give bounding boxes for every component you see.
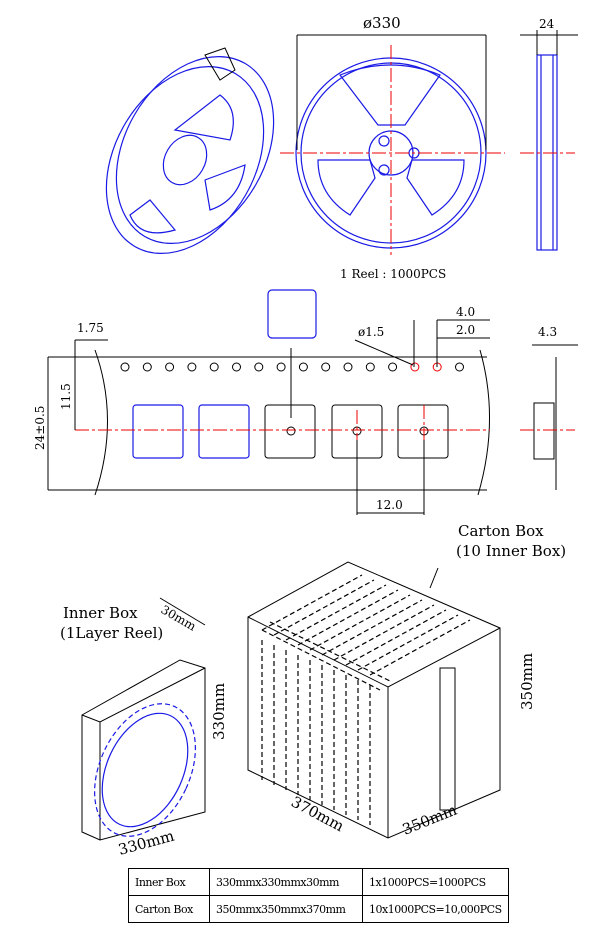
inner-box-subtitle: (1Layer Reel) — [60, 624, 163, 642]
sprocket-hole — [254, 362, 264, 372]
sprocket-hole — [142, 362, 152, 372]
sprocket-hole — [388, 362, 398, 372]
table-cell: 350mmx350mmx370mm — [209, 895, 363, 923]
sprocket-hole — [209, 362, 219, 372]
hole-to-pocket-label: 2.0 — [456, 323, 475, 337]
pocket-pitch-label: 12.0 — [376, 498, 403, 512]
carton-width-label: 350mm — [400, 801, 460, 839]
table-cell: 1x1000PCS=1000PCS — [362, 868, 509, 896]
inner-depth-label: 30mm — [159, 602, 199, 633]
reel-front-view: ø330 1 Reel : 1000PCS — [280, 14, 505, 281]
carton-box: Carton Box (10 Inner Box) 370mm 350mm 35… — [247, 522, 566, 839]
sprocket-offset-label: 1.75 — [77, 321, 104, 335]
inner-box-top-divider — [309, 594, 411, 651]
tape-width-label: 24±0.5 — [33, 406, 47, 450]
packing-table: Inner Box 330mmx330mmx30mm 1x1000PCS=100… — [128, 868, 509, 923]
inner-box-top-divider — [297, 589, 399, 646]
sprocket-hole — [298, 362, 308, 372]
inner-box-top-divider — [357, 614, 459, 671]
carton-height-label: 350mm — [518, 653, 536, 710]
sprocket-hole — [365, 362, 375, 372]
table-row: Carton Box 350mmx350mmx370mm 10x1000PCS=… — [128, 895, 509, 923]
hole-pitch-label: 4.0 — [456, 305, 475, 319]
inner-box-top-divider — [261, 574, 363, 631]
inner-box-top-divider — [345, 609, 447, 666]
reel-diameter-label: ø330 — [363, 14, 401, 32]
sprocket-hole — [410, 362, 420, 372]
table-cell: 330mmx330mmx30mm — [209, 868, 363, 896]
reel-caption: 1 Reel : 1000PCS — [340, 267, 446, 281]
center-offset-label: 11.5 — [59, 383, 73, 410]
inner-box-title: Inner Box — [63, 604, 138, 622]
inner-height-label: 330mm — [210, 683, 228, 740]
sprocket-hole — [321, 362, 331, 372]
sprocket-hole — [276, 362, 286, 372]
carton-subtitle: (10 Inner Box) — [456, 542, 566, 560]
carton-title: Carton Box — [458, 522, 544, 540]
tape-thickness-label: 4.3 — [538, 325, 557, 339]
hole-diameter-label: ø1.5 — [358, 325, 384, 339]
inner-box-top-divider — [285, 584, 387, 641]
sprocket-hole — [120, 362, 130, 372]
inner-box-top-divider — [273, 579, 375, 636]
carrier-tape: 1.75 11.5 24±0.5 ø1.5 4.0 2.0 12.0 — [33, 289, 491, 515]
table-row: Inner Box 330mmx330mmx30mm 1x1000PCS=100… — [128, 868, 509, 896]
sprocket-hole — [455, 362, 464, 372]
table-cell: 10x1000PCS=10,000PCS — [362, 895, 509, 923]
reel-width-label: 24 — [539, 17, 555, 31]
inner-box-top-divider — [321, 599, 423, 656]
tape-side-view: 4.3 — [520, 325, 578, 490]
table-cell: Carton Box — [128, 895, 210, 923]
table-cell: Inner Box — [128, 868, 210, 896]
reel-side-view: 24 — [520, 17, 578, 251]
carton-length-label: 370mm — [288, 793, 347, 836]
sprocket-hole — [165, 362, 175, 372]
sprocket-hole — [187, 362, 197, 372]
inner-box-top-divider — [369, 619, 471, 676]
inner-box: 30mm 330mm 330mm Inner Box (1Layer Reel) — [60, 597, 228, 859]
sprocket-hole — [343, 362, 353, 372]
sprocket-hole — [232, 362, 241, 372]
inner-box-top-divider — [333, 604, 435, 661]
reel-perspective — [105, 47, 275, 255]
